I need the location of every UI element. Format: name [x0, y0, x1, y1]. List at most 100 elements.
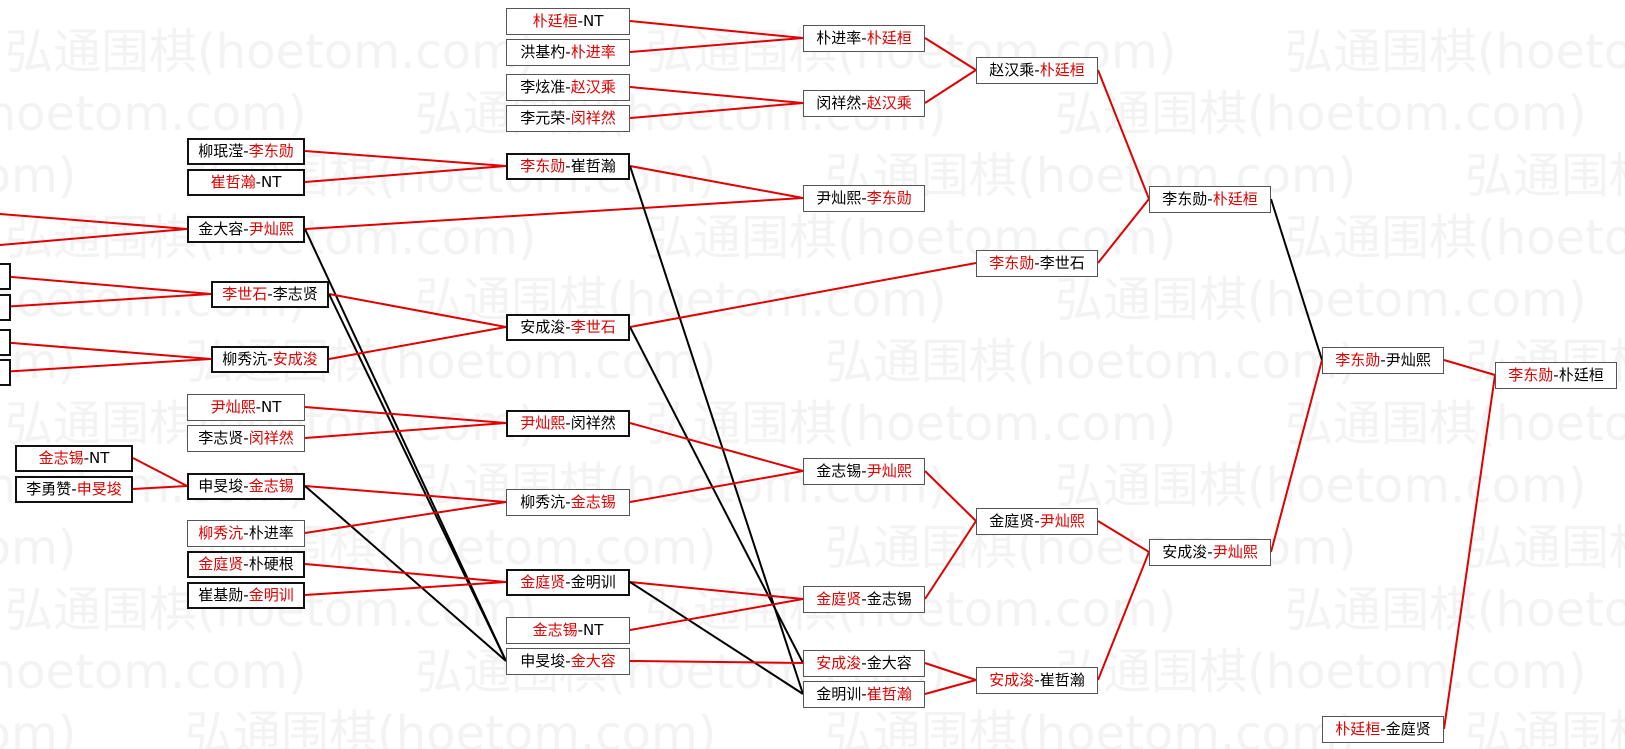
separator: - [243, 555, 249, 573]
watermark-text: 弘通围棋(hoetom.com) [1465, 520, 1625, 576]
separator: - [861, 654, 867, 672]
loser-name: NT [583, 621, 604, 639]
match-box: 金庭贤-金明训 [506, 569, 630, 596]
winner-connector [0, 213, 188, 230]
separator: - [243, 142, 249, 160]
separator: - [71, 480, 77, 498]
match-box: 尹灿熙-NT [187, 394, 305, 421]
loser-name: NT [261, 173, 282, 191]
winner-connector [304, 581, 507, 596]
winner-connector [629, 470, 804, 503]
winner-connector [924, 520, 977, 600]
watermark-text: 弘通围棋(hoetom.com) [1465, 706, 1625, 749]
winner-connector [924, 470, 977, 522]
loser-name: 安成浚 [520, 318, 566, 336]
separator: - [565, 493, 571, 511]
match-box: 李东勋-尹灿熙 [1322, 347, 1444, 374]
winner-name: 李东勋 [520, 157, 566, 175]
separator: - [861, 29, 867, 47]
separator: - [255, 398, 262, 416]
winner-name: 尹灿熙 [248, 220, 294, 238]
watermark-text: 弘通围棋(hoetom.com) [1285, 210, 1625, 266]
winner-connector [328, 326, 507, 360]
loser-name: 金大容 [866, 654, 912, 672]
winner-connector [132, 485, 188, 490]
loser-name: 金大容 [198, 220, 244, 238]
winner-name: 朴廷桓 [866, 29, 912, 47]
winner-connector [629, 262, 977, 328]
winner-name: 金志锡 [570, 493, 616, 511]
winner-name: 金志锡 [532, 621, 578, 639]
match-box: 李东勋-朴廷桓 [1495, 362, 1617, 389]
match-box: 李东勋-朴廷桓 [1149, 186, 1271, 213]
winner-connector [1443, 359, 1496, 376]
loser-name: 柳秀沆 [520, 493, 566, 511]
loser-name: 尹灿熙 [816, 189, 862, 207]
offscreen-match-box [0, 294, 11, 321]
watermark-text: 弘通围棋(hoetom.com) [1285, 582, 1625, 638]
winner-name: 李世石 [222, 285, 268, 303]
winner-connector [0, 341, 212, 360]
separator: - [243, 524, 249, 542]
match-box: 李东勋-崔哲瀚 [506, 153, 630, 180]
separator: - [565, 573, 571, 591]
separator: - [577, 621, 584, 639]
winner-connector [304, 485, 507, 503]
match-box: 金志锡-尹灿熙 [803, 458, 925, 485]
loser-name: 金明训 [570, 573, 616, 591]
loser-name: 朴廷桓 [1558, 366, 1604, 384]
watermark-text: 弘通围棋(hoetom.com) [0, 644, 307, 700]
winner-connector [629, 581, 804, 600]
separator: - [861, 189, 867, 207]
separator: - [243, 586, 249, 604]
winner-connector [629, 86, 804, 104]
separator: - [565, 109, 571, 127]
loser-name: 金庭贤 [1385, 720, 1431, 738]
match-box: 朴廷桓-NT [506, 8, 630, 35]
watermark-text: 弘通围棋(hoetom.com) [645, 396, 1177, 452]
winner-name: 崔哲瀚 [210, 173, 256, 191]
winner-name: 柳秀沆 [198, 524, 244, 542]
match-box: 尹灿熙-李东勋 [803, 185, 925, 212]
match-box: 李东勋-李世石 [976, 250, 1098, 277]
match-box: 安成浚-崔哲瀚 [976, 667, 1098, 694]
loser-name: 李志贤 [198, 429, 244, 447]
winner-connector [629, 37, 804, 53]
winner-connector [924, 69, 977, 104]
loser-name: 尹灿熙 [1385, 351, 1431, 369]
match-box: 李世石-李志贤 [211, 281, 329, 308]
match-box: 朴进率-朴廷桓 [803, 25, 925, 52]
separator: - [267, 350, 273, 368]
watermark-text: 弘通围棋(hoetom.com) [1285, 396, 1625, 452]
loser-name: 柳秀沆 [222, 350, 268, 368]
winner-name: 朴廷桓 [532, 12, 578, 30]
match-box: 朴廷桓-金庭贤 [1322, 716, 1444, 743]
winner-name: 朴廷桓 [1335, 720, 1381, 738]
loser-name: NT [89, 449, 110, 467]
separator: - [1034, 671, 1040, 689]
watermark-text: 弘通围棋(hoetom.com) [185, 706, 717, 749]
watermark-text: 弘通围棋(hoetom.com) [1285, 24, 1625, 80]
separator: - [565, 652, 571, 670]
separator: - [565, 78, 571, 96]
winner-connector [629, 165, 804, 199]
winner-connector [304, 501, 507, 534]
winner-connector [629, 20, 804, 39]
watermark-text: 弘通围棋(hoetom.com) [0, 520, 77, 576]
winner-connector [0, 358, 212, 373]
winner-name: 赵汉乘 [570, 78, 616, 96]
match-box: 申旻埈-金大容 [506, 648, 630, 675]
match-box: 金志锡-NT [15, 445, 133, 472]
winner-connector [1097, 551, 1150, 681]
separator: - [267, 285, 273, 303]
winner-name: 金明训 [248, 586, 294, 604]
loser-name: 洪基杓 [520, 43, 566, 61]
watermark-text: 弘通围棋(hoetom.com) [1055, 644, 1587, 700]
loser-name: 李世石 [1039, 254, 1085, 272]
winner-connector [924, 37, 977, 71]
winner-connector [629, 102, 804, 119]
loser-name: 李东勋 [1162, 190, 1208, 208]
loser-connector [304, 228, 507, 662]
winner-name: 金志锡 [38, 449, 84, 467]
match-box: 崔基勋-金明训 [187, 582, 305, 609]
